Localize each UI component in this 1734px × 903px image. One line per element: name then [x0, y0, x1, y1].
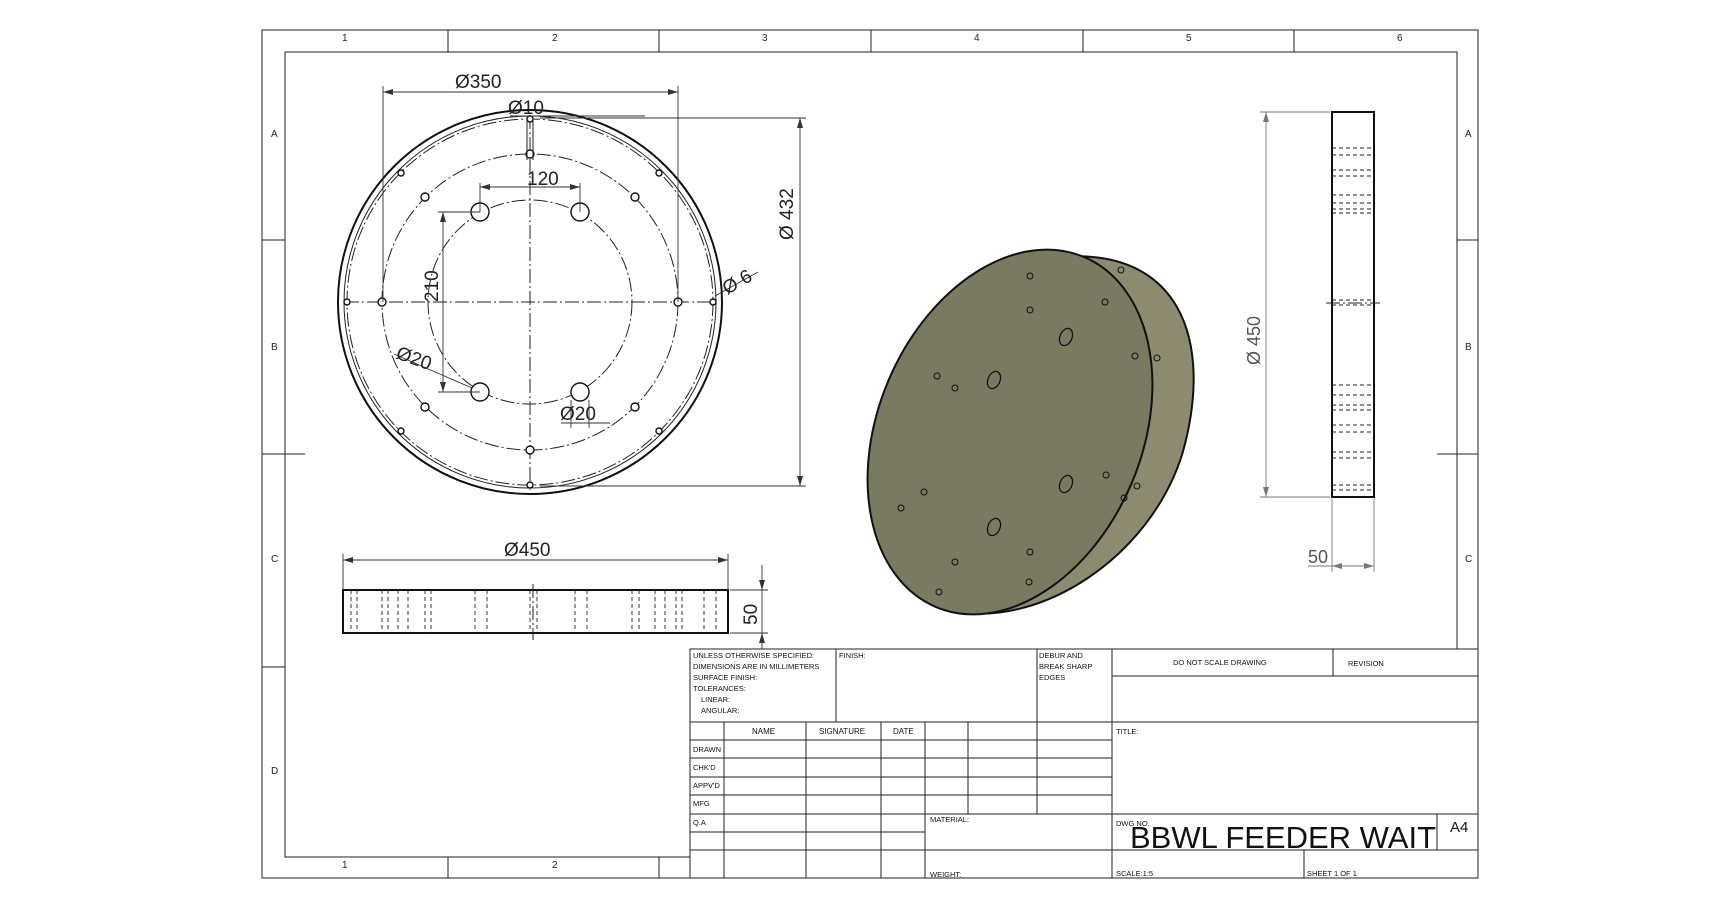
- zone-row-d: D: [271, 766, 278, 777]
- row-chkd: CHK'D: [693, 763, 716, 772]
- sheet-label: SHEET 1 OF 1: [1307, 869, 1357, 878]
- zone-row-b: B: [271, 342, 278, 353]
- dim-50-side: 50: [1308, 547, 1328, 567]
- zone-row-c-right: C: [1465, 554, 1472, 565]
- dim-dia-20-right: Ø20: [560, 404, 596, 425]
- header-date: DATE: [893, 727, 914, 736]
- drawing-number: BBWL FEEDER WAIT: [1130, 820, 1436, 855]
- zone-col-5: 5: [1186, 33, 1192, 44]
- header-name: NAME: [752, 727, 775, 736]
- tol-note-2: DIMENSIONS ARE IN MILLIMETERS: [693, 662, 819, 671]
- zone-row-a: A: [271, 129, 278, 140]
- dim-dia-450-side: Ø 450: [1244, 316, 1264, 365]
- tol-note-6: ANGULAR:: [701, 706, 739, 715]
- scale-label: SCALE:1:5: [1116, 869, 1153, 878]
- dim-dia-450-bottom: Ø450: [504, 540, 550, 561]
- deburr-3: EDGES: [1039, 673, 1065, 682]
- sheet-size: A4: [1450, 819, 1468, 836]
- tol-note-5: LINEAR:: [701, 695, 730, 704]
- dim-dia-432: Ø 432: [777, 188, 798, 240]
- dim-dia-350: Ø350: [455, 72, 501, 93]
- isometric-view: [866, 248, 1195, 616]
- title-label: TITLE:: [1116, 727, 1139, 736]
- zone-col-1: 1: [342, 33, 348, 44]
- finish-label: FINISH:: [839, 651, 866, 660]
- row-qa: Q.A: [693, 818, 706, 827]
- dwg-no-label: DWG NO.: [1116, 819, 1150, 828]
- row-drawn: DRAWN: [693, 745, 721, 754]
- row-appvd: APPV'D: [693, 781, 720, 790]
- dim-dia-6: Ø 6: [719, 266, 756, 299]
- dim-dia-20-left: Ø20: [393, 343, 434, 375]
- revision-label: REVISION: [1348, 659, 1384, 668]
- zone-col-2: 2: [552, 33, 558, 44]
- title-block: UNLESS OTHERWISE SPECIFIED: DIMENSIONS A…: [689, 648, 1479, 879]
- dim-120: 120: [527, 169, 559, 190]
- dim-50-bottom: 50: [741, 604, 762, 625]
- weight-label: WEIGHT:: [930, 870, 961, 879]
- zone-row-a-right: A: [1465, 129, 1472, 140]
- tol-note-3: SURFACE FINISH:: [693, 673, 757, 682]
- zone-row-b-right: B: [1465, 342, 1472, 353]
- tol-note-4: TOLERANCES:: [693, 684, 746, 693]
- tol-note-1: UNLESS OTHERWISE SPECIFIED:: [693, 651, 814, 660]
- bottom-view: Ø450 50: [342, 540, 768, 660]
- material-label: MATERIAL:: [930, 815, 969, 824]
- front-view: Ø350 Ø10 120 Ø 432 210 Ø 6 Ø20 Ø: [337, 72, 806, 495]
- deburr-1: DEBUR AND: [1039, 651, 1083, 660]
- zone-ticks: [262, 30, 1478, 878]
- deburr-2: BREAK SHARP: [1039, 662, 1092, 671]
- zone-row-c: C: [271, 554, 278, 565]
- zone-col-2-bottom: 2: [552, 860, 558, 871]
- dim-dia-10: Ø10: [508, 98, 544, 119]
- header-signature: SIGNATURE: [819, 727, 865, 736]
- row-mfg: MFG: [693, 799, 710, 808]
- zone-col-6: 6: [1397, 33, 1403, 44]
- dim-210: 210: [422, 270, 443, 302]
- zone-col-1-bottom: 1: [342, 860, 348, 871]
- zone-col-4: 4: [974, 33, 980, 44]
- side-view: Ø 450 50: [1244, 111, 1380, 572]
- zone-col-3: 3: [762, 33, 768, 44]
- do-not-scale: DO NOT SCALE DRAWING: [1173, 658, 1267, 667]
